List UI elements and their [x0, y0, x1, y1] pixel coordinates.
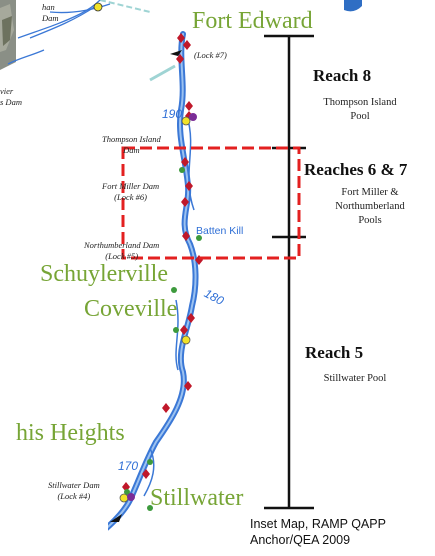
- reach-5-subtitle: Stillwater Pool: [323, 373, 387, 384]
- lock-symbols: [93, 2, 202, 511]
- thompson-island-dam-label: Thompson Island Dam: [102, 134, 161, 155]
- lock-arrows: [110, 50, 182, 522]
- bottom-left-blank: [0, 518, 108, 556]
- reach-8-title: Reach 8: [313, 66, 372, 85]
- top-left-dam-label: han Dam: [42, 2, 59, 23]
- town-label-coveville: Coveville: [84, 296, 178, 322]
- town-label-schuylerville: Schuylerville: [40, 261, 168, 287]
- inset-box: [121, 146, 301, 260]
- reach-6-7-title: Reaches 6 & 7: [304, 160, 408, 179]
- northumberland-dam-label: Northumberland Dam (Lock #5): [84, 240, 160, 261]
- reach-5-title: Reach 5: [305, 343, 364, 362]
- aerial-photo-corner: [0, 0, 16, 70]
- reach-6-7-subtitle: Fort Miller & Northumberland Pools: [335, 187, 405, 226]
- mid-left-dam-label: vier s Dam: [0, 86, 22, 107]
- hudson-river: [99, 31, 199, 535]
- map-credit: Inset Map, RAMP QAPP Anchor/QEA 2009: [250, 517, 386, 547]
- town-label-fort-edward: Fort Edward: [192, 8, 313, 34]
- reach-scale-line: [264, 34, 314, 510]
- stillwater-dam-label: Stillwater Dam (Lock #4): [48, 480, 100, 501]
- lock7-label: (Lock #7): [194, 50, 227, 60]
- town-label-stillwater: Stillwater: [150, 485, 244, 511]
- reach-8-subtitle: Thompson Island Pool: [323, 97, 397, 122]
- batten-kill-label: Batten Kill: [196, 225, 244, 237]
- fort-miller-dam-label: Fort Miller Dam (Lock #6): [102, 181, 160, 202]
- town-label-heights: his Heights: [16, 420, 125, 446]
- river-mile-190: 190: [162, 107, 183, 121]
- river-mile-170: 170: [118, 459, 139, 473]
- connector-line-lock7: [149, 64, 176, 82]
- top-cap: [344, 0, 362, 12]
- connector-line-top: [99, 0, 151, 13]
